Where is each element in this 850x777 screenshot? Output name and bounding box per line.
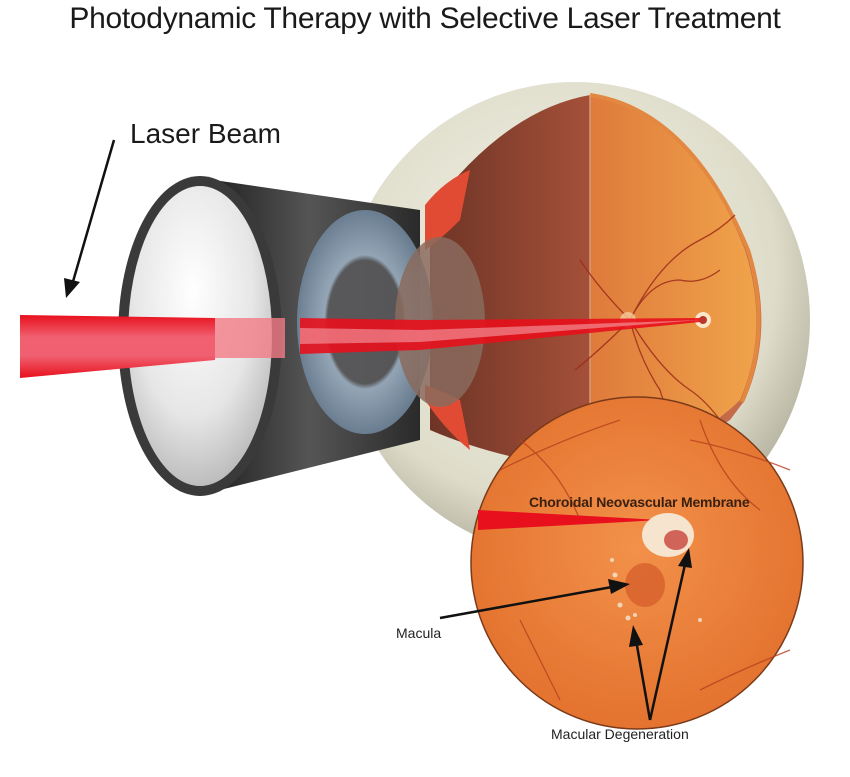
diagram-title: Photodynamic Therapy with Selective Lase… [69,2,781,35]
laser-beam-arrow [70,139,116,286]
choroidal-neovascular-membrane-label: Choroidal Neovascular Membrane [529,494,750,510]
laser-beam-label: Laser Beam [130,118,281,149]
laser-beam [20,315,700,378]
macular-degeneration-arrow-2 [648,559,688,721]
macular-degeneration-arrow-1 [634,639,652,721]
annotation-arrows [64,139,692,721]
macula-label: Macula [396,625,442,641]
fundus-magnified-view [470,396,804,730]
macula-arrow [439,585,613,620]
macular-degeneration-label: Macular Degeneration [551,726,689,742]
